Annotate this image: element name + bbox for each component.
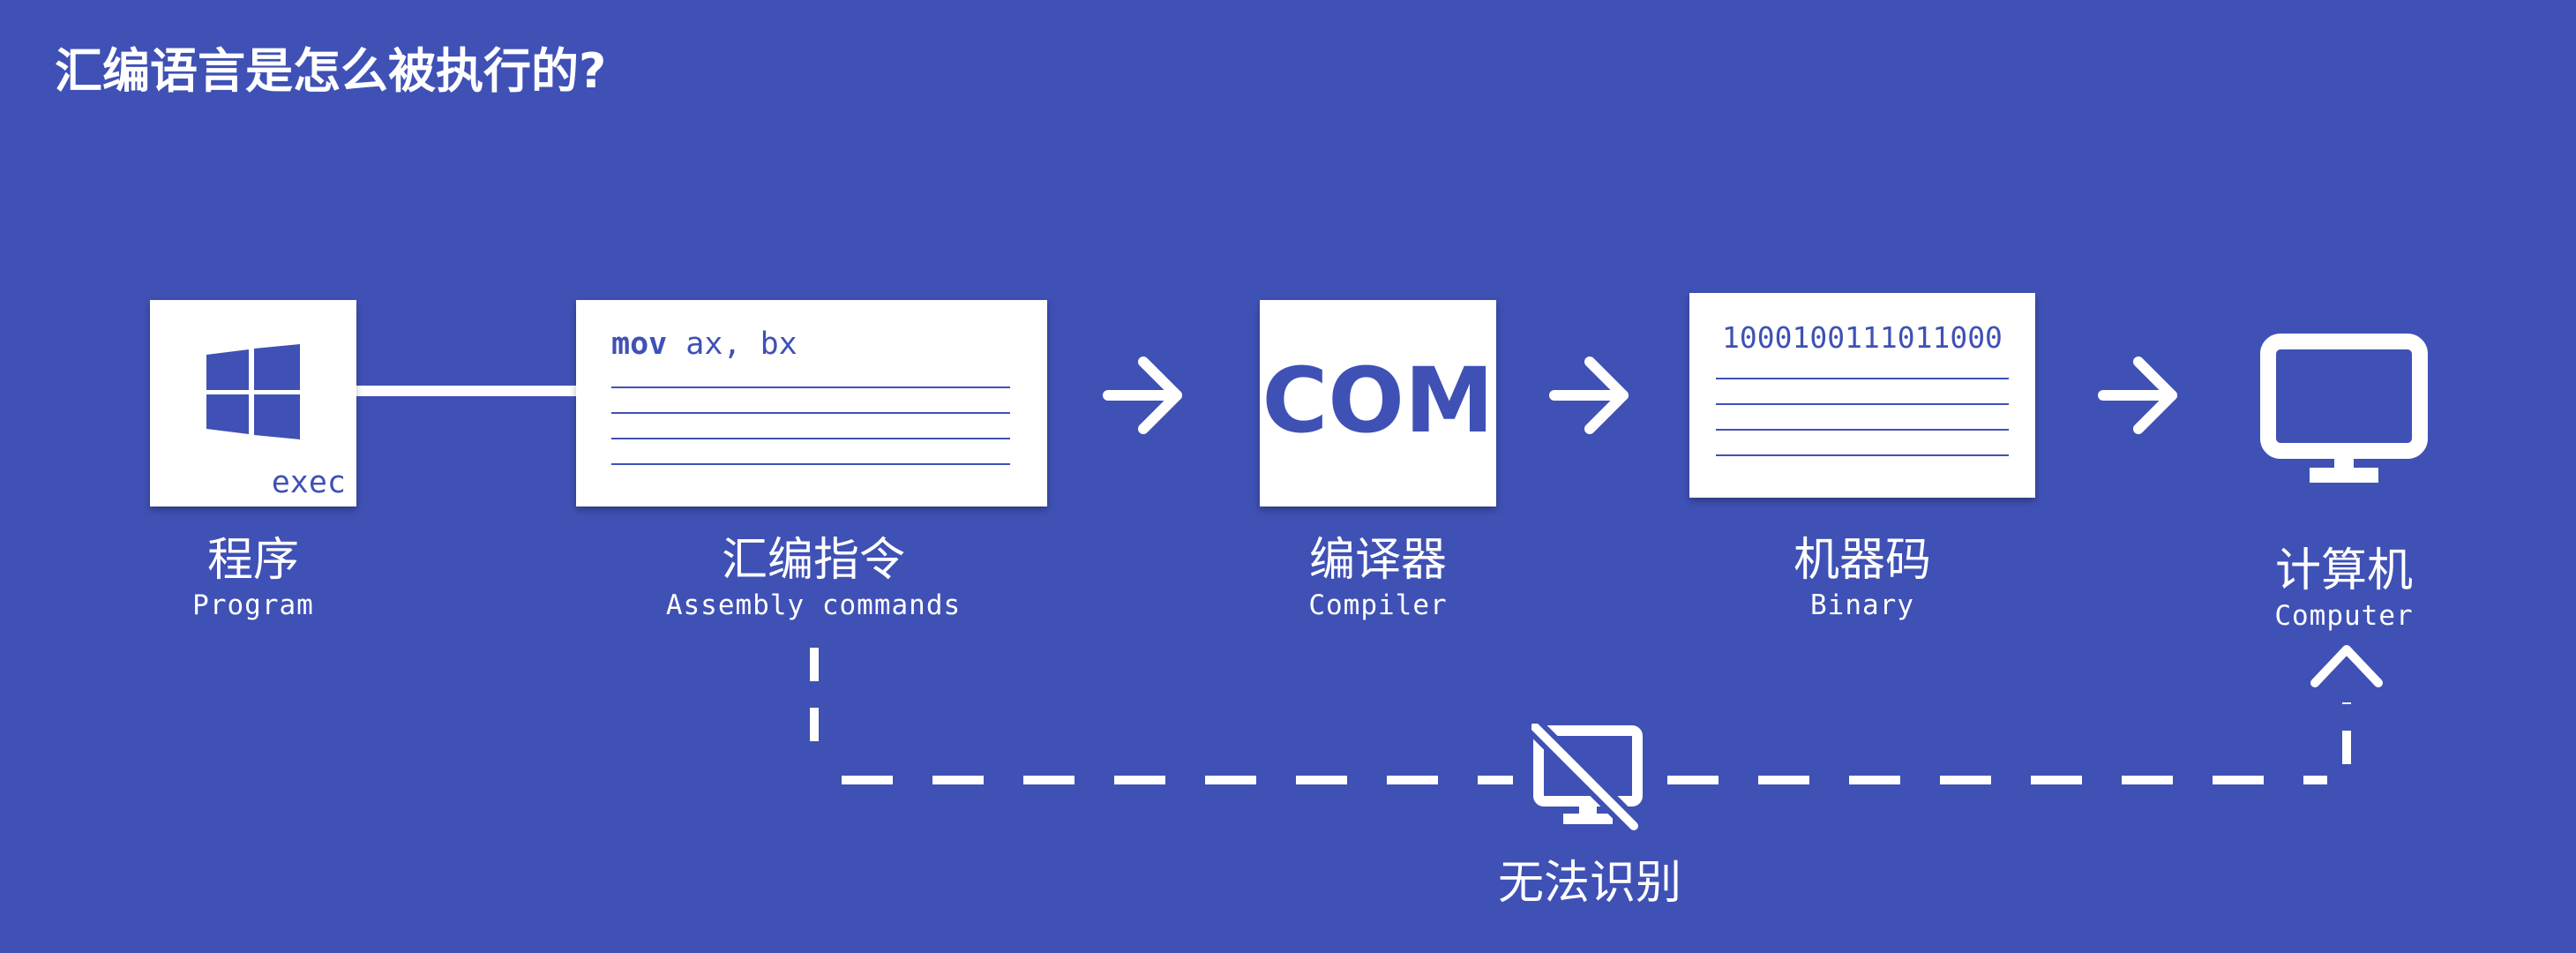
binary-text: 1000100111011000 (1722, 320, 2003, 355)
machine-code-card: 1000100111011000 (1689, 293, 2035, 498)
compiler-card: COM (1260, 300, 1496, 507)
text-placeholder-line (611, 463, 1010, 465)
arrow-right-icon (2096, 353, 2184, 441)
text-placeholder-line (611, 386, 1010, 388)
windows-logo-icon (205, 344, 303, 439)
monitor-off-icon (1528, 720, 1648, 835)
computer-label-en: Computer (2274, 600, 2414, 632)
arrow-right-icon (1547, 353, 1636, 441)
code-keyword: mov (611, 326, 668, 362)
monitor-icon (2260, 334, 2428, 489)
machine-code-label-en: Binary (1810, 589, 1914, 621)
compiler-com-text: COM (1262, 349, 1494, 454)
text-placeholder-line (1716, 454, 2009, 456)
text-placeholder-line (1716, 378, 2009, 379)
code-args: ax, bx (667, 326, 798, 362)
text-placeholder-line (1716, 403, 2009, 405)
computer-label-zh: 计算机 (2274, 544, 2414, 597)
assembly-code-line: mov ax, bx (611, 323, 798, 365)
assembly-label-zh: 汇编指令 (721, 534, 906, 587)
machine-code-label-zh: 机器码 (1793, 534, 1932, 587)
assembly-label-en: Assembly commands (665, 589, 962, 621)
chevron-up-icon (2310, 641, 2384, 694)
program-label-en: Program (192, 589, 314, 621)
text-placeholder-line (611, 438, 1010, 439)
program-card: exec (150, 300, 356, 507)
compiler-label-en: Compiler (1308, 589, 1448, 621)
dashed-path (794, 632, 2400, 794)
compiler-label-zh: 编译器 (1308, 534, 1448, 587)
text-placeholder-line (611, 412, 1010, 414)
text-placeholder-line (1716, 429, 2009, 431)
page-title: 汇编语言是怎么被执行的? (55, 43, 607, 99)
program-to-assembly-connector (353, 386, 582, 396)
program-label-zh: 程序 (206, 534, 300, 587)
assembly-card: mov ax, bx (576, 300, 1047, 507)
exec-label: exec (271, 465, 346, 500)
unrecognized-label: 无法识别 (1497, 857, 1682, 910)
arrow-right-icon (1101, 353, 1189, 441)
